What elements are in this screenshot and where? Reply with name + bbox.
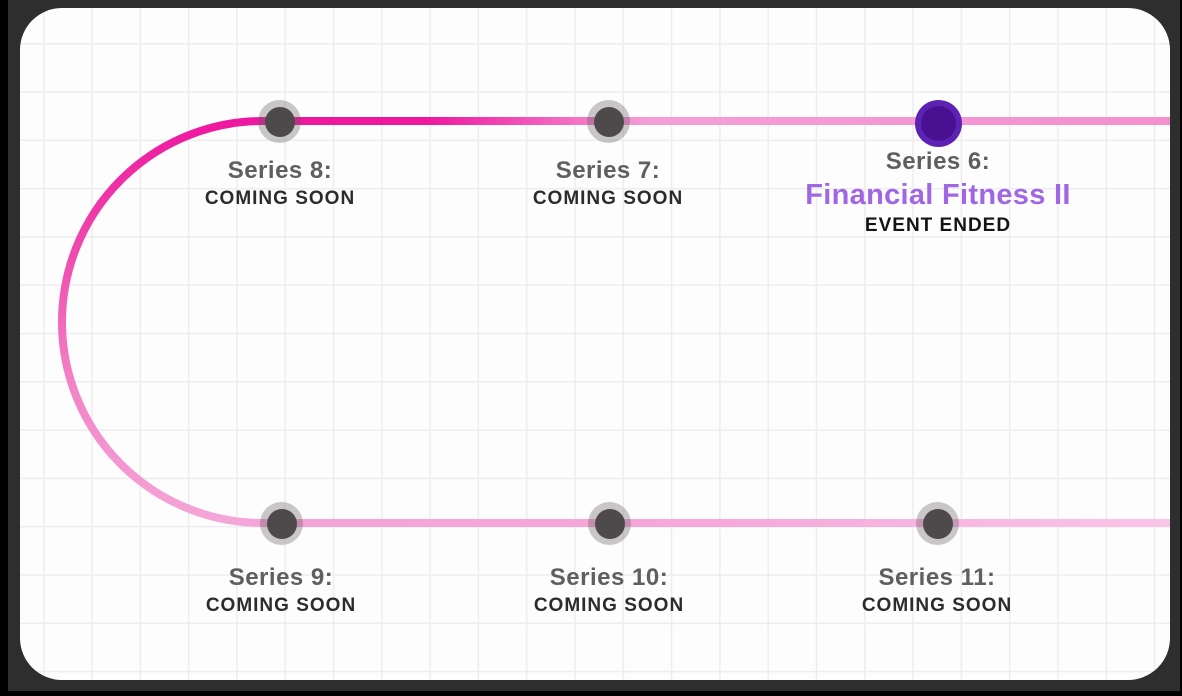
- node-series-6-active[interactable]: [915, 100, 962, 147]
- node-series-10[interactable]: [588, 502, 631, 545]
- node-series-11[interactable]: [916, 502, 959, 545]
- series-8-name: Series 8:: [227, 157, 333, 184]
- label-series-10: Series 10: COMING SOON: [534, 563, 684, 619]
- label-series-8: Series 8: COMING SOON: [205, 156, 355, 212]
- node-series-9[interactable]: [260, 502, 303, 545]
- series-6-event-title: Financial Fitness II: [805, 179, 1071, 211]
- series-10-status: COMING SOON: [533, 595, 685, 616]
- series-9-name: Series 9:: [228, 564, 334, 591]
- series-9-status: COMING SOON: [205, 595, 357, 616]
- node-series-8-core: [264, 106, 295, 137]
- node-series-10-core: [594, 508, 625, 539]
- node-series-6-core: [921, 106, 956, 141]
- series-6-name: Series 6:: [885, 148, 991, 175]
- node-series-8[interactable]: [258, 100, 301, 143]
- series-10-name: Series 10:: [549, 564, 669, 591]
- label-series-11: Series 11: COMING SOON: [862, 563, 1012, 619]
- label-series-7: Series 7: COMING SOON: [533, 156, 683, 212]
- series-11-name: Series 11:: [878, 564, 996, 591]
- node-series-7[interactable]: [587, 100, 630, 143]
- series-11-status: COMING SOON: [861, 595, 1013, 616]
- series-8-status: COMING SOON: [204, 188, 356, 209]
- node-series-9-core: [266, 508, 297, 539]
- label-series-9: Series 9: COMING SOON: [206, 563, 356, 619]
- node-series-7-core: [593, 106, 624, 137]
- series-7-name: Series 7:: [555, 157, 661, 184]
- series-7-status: COMING SOON: [532, 188, 684, 209]
- label-series-6: Series 6: Financial Fitness II EVENT END…: [805, 147, 1070, 239]
- series-6-status: EVENT ENDED: [864, 215, 1012, 236]
- path-segment-curve: [58, 117, 267, 527]
- node-series-11-core: [922, 508, 953, 539]
